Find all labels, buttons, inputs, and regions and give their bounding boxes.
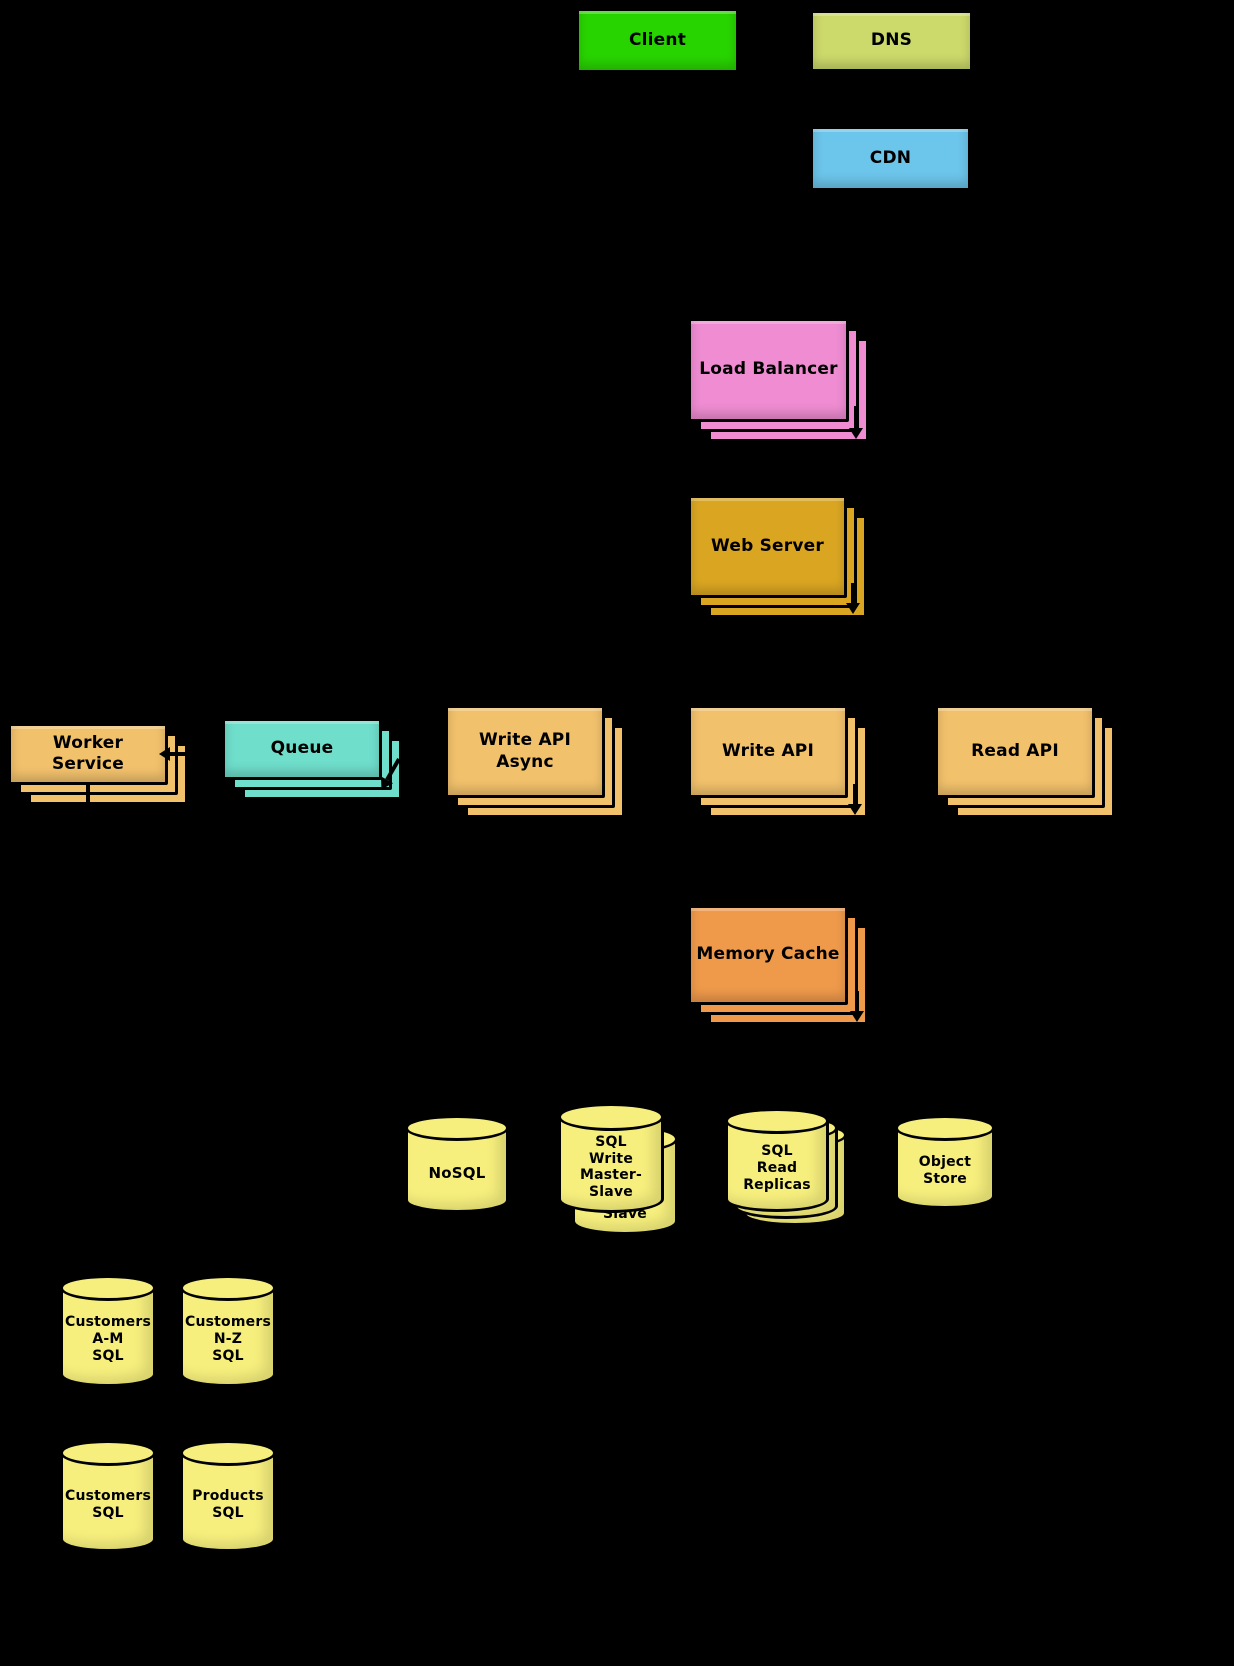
node-products-sql: Products SQL (180, 1440, 276, 1552)
node-read-api: Read API (935, 705, 1115, 818)
node-nosql-cylinder: NoSQL (405, 1115, 509, 1213)
node-object-store-label: Object Store (918, 1153, 972, 1187)
node-write-api-async-label: Write API Async (479, 730, 571, 772)
cylinder-top (558, 1103, 664, 1131)
node-dns-label: DNS (870, 30, 913, 51)
node-cdn: CDN (810, 126, 971, 191)
node-write-api-async: Write API Async (445, 705, 625, 818)
node-cdn-label: CDN (869, 147, 912, 168)
node-customers-am-sql-cylinder: Customers A-M SQL (60, 1275, 156, 1387)
cylinder-top (60, 1275, 156, 1301)
node-web-server: Web Server (688, 495, 867, 618)
node-cdn-box: CDN (810, 126, 971, 191)
node-sql-read-replicas-label-wrap: SQL Read Replicas (725, 1130, 829, 1207)
node-customers-sql-label: Customers SQL (64, 1487, 151, 1521)
node-write-api-label: Write API (722, 740, 814, 761)
node-load-balancer-label: Load Balancer (699, 359, 838, 380)
node-sql-write-master-slave: SQL Write Master- Slave SQL Write Master… (558, 1103, 678, 1235)
node-worker-service-label: Worker Service (51, 732, 125, 774)
node-dns-box: DNS (810, 10, 973, 72)
cylinder-body (180, 1453, 276, 1552)
node-object-store-label-wrap: Object Store (895, 1137, 995, 1204)
arrowhead (86, 782, 90, 804)
node-object-store-cylinder: Object Store (895, 1115, 995, 1209)
node-queue-label: Queue (270, 738, 334, 759)
node-memory-cache: Memory Cache (688, 905, 868, 1025)
node-load-balancer: Load Balancer (688, 318, 869, 442)
node-customers-sql-cylinder: Customers SQL (60, 1440, 156, 1552)
cylinder-top (895, 1115, 995, 1141)
cylinder-body (725, 1121, 829, 1212)
cylinder-body (180, 1288, 276, 1387)
cylinder-body (895, 1128, 995, 1209)
node-sql-write-master-slave-cylinder: SQL Write Master- Slave (558, 1103, 664, 1213)
node-customers-nz-sql-label-wrap: Customers N-Z SQL (180, 1297, 276, 1382)
node-queue-box: Queue (222, 718, 382, 780)
node-products-sql-label-wrap: Products SQL (180, 1462, 276, 1547)
node-write-api-async-box: Write API Async (445, 705, 605, 798)
node-sql-write-master-slave-label-wrap: SQL Write Master- Slave (558, 1127, 664, 1208)
node-read-api-box: Read API (935, 705, 1095, 798)
node-web-server-label: Web Server (711, 535, 824, 556)
arrowhead (851, 583, 855, 603)
node-customers-nz-sql-cylinder: Customers N-Z SQL (180, 1275, 276, 1387)
node-worker-service: Worker Service (8, 723, 188, 805)
node-queue: Queue (222, 718, 402, 800)
node-nosql-label: NoSQL (428, 1163, 486, 1182)
node-customers-am-sql: Customers A-M SQL (60, 1275, 156, 1387)
node-customers-nz-sql-label: Customers N-Z SQL (184, 1314, 271, 1364)
node-sql-write-master-slave-label: SQL Write Master- Slave (579, 1133, 642, 1201)
node-nosql: NoSQL (405, 1115, 509, 1213)
node-web-server-box: Web Server (688, 495, 847, 598)
node-customers-sql-label-wrap: Customers SQL (60, 1462, 156, 1547)
node-nosql-label-wrap: NoSQL (405, 1137, 509, 1208)
node-dns: DNS (810, 10, 973, 72)
cylinder-body (60, 1453, 156, 1552)
cylinder-body (405, 1128, 509, 1213)
cylinder-body (60, 1288, 156, 1387)
node-client: Client (576, 8, 739, 73)
cylinder-top (180, 1275, 276, 1301)
arrowhead (170, 752, 196, 756)
node-products-sql-cylinder: Products SQL (180, 1440, 276, 1552)
node-customers-am-sql-label: Customers A-M SQL (64, 1314, 151, 1364)
node-memory-cache-box: Memory Cache (688, 905, 848, 1005)
node-products-sql-label: Products SQL (192, 1487, 264, 1521)
arrowhead (854, 406, 858, 428)
node-load-balancer-box: Load Balancer (688, 318, 849, 422)
node-sql-read-replicas-cylinder: SQL Read Replicas (725, 1108, 829, 1212)
node-sql-read-replicas-label: SQL Read Replicas (743, 1143, 811, 1193)
node-sql-read-replicas: SQL Read Replicas (725, 1108, 847, 1226)
node-customers-sql: Customers SQL (60, 1440, 156, 1552)
node-write-api: Write API (688, 705, 868, 818)
node-client-label: Client (628, 29, 687, 50)
node-customers-am-sql-label-wrap: Customers A-M SQL (60, 1297, 156, 1382)
cylinder-top (405, 1115, 509, 1141)
cylinder-top (60, 1440, 156, 1466)
node-object-store: Object Store (895, 1115, 995, 1209)
node-worker-service-box: Worker Service (8, 723, 168, 785)
cylinder-body (558, 1117, 664, 1213)
cylinder-top (180, 1440, 276, 1466)
arrowhead (853, 784, 857, 804)
arrowhead (855, 991, 859, 1011)
node-memory-cache-label: Memory Cache (696, 944, 840, 965)
node-read-api-label: Read API (971, 740, 1059, 761)
cylinder-top (725, 1108, 829, 1134)
node-write-api-box: Write API (688, 705, 848, 798)
node-client-box: Client (576, 8, 739, 73)
node-customers-nz-sql: Customers N-Z SQL (180, 1275, 276, 1387)
